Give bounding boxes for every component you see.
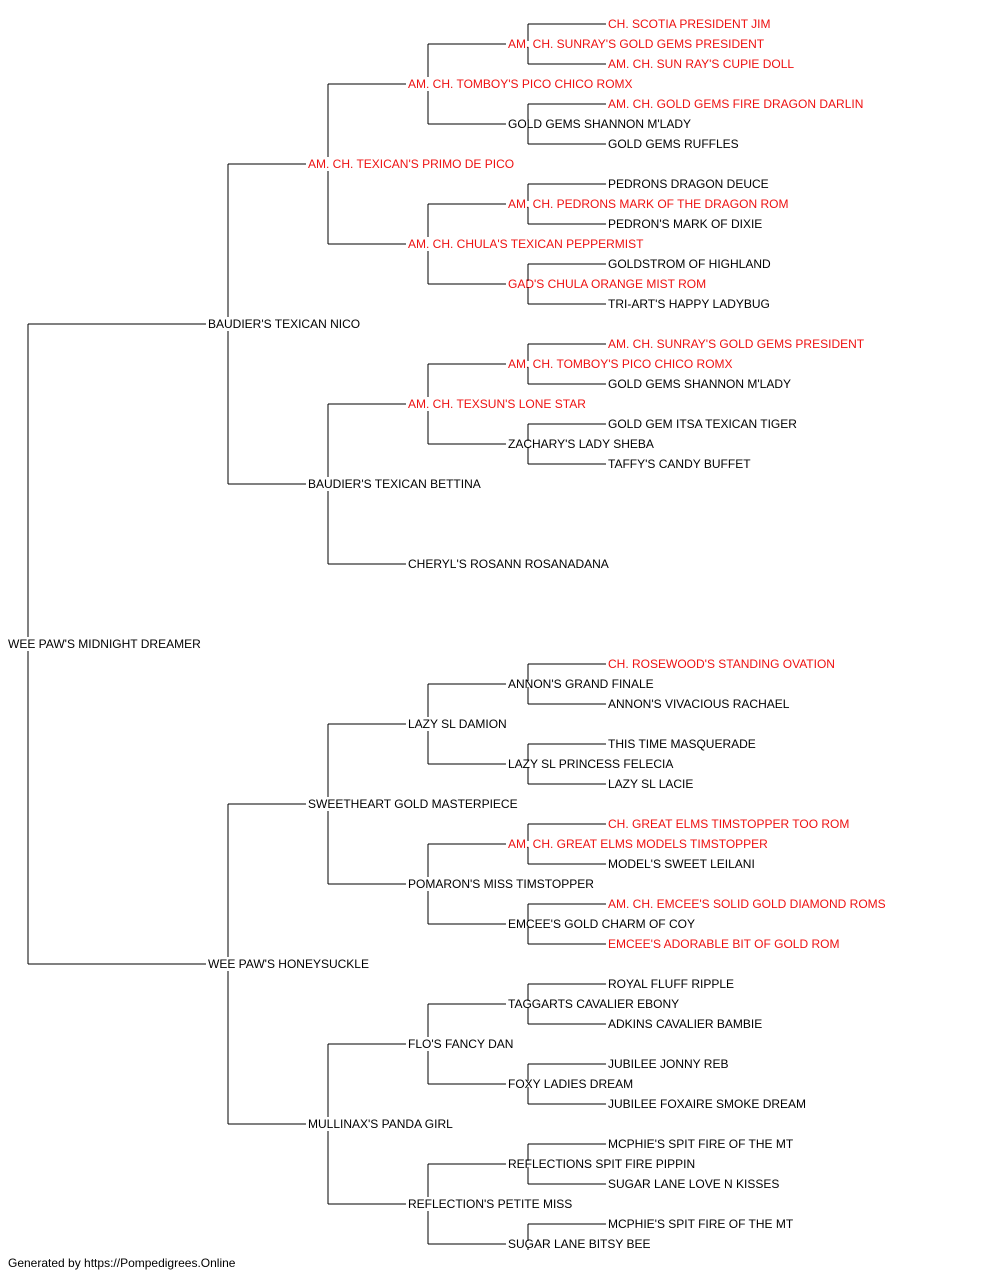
dam-name: ADKINS CAVALIER BAMBIE	[608, 1017, 762, 1031]
dam-name: GOLD GEMS RUFFLES	[608, 137, 739, 151]
dam-name: EMCEE'S ADORABLE BIT OF GOLD ROM	[608, 937, 839, 951]
dam-name: LAZY SL PRINCESS FELECIA	[508, 757, 673, 771]
sire-name: ANNON'S GRAND FINALE	[508, 677, 654, 691]
sire-name: AM. CH. TOMBOY'S PICO CHICO ROMX	[408, 77, 633, 91]
sire-name: AM. CH. TOMBOY'S PICO CHICO ROMX	[508, 357, 733, 371]
generated-by-footer: Generated by https://Pompedigrees.Online	[8, 1256, 236, 1270]
sire-name: AM. CH. TEXICAN'S PRIMO DE PICO	[308, 157, 514, 171]
dam-name: GOLD GEMS SHANNON M'LADY	[508, 117, 691, 131]
dam-name: REFLECTION'S PETITE MISS	[408, 1197, 572, 1211]
sire-name: LAZY SL DAMION	[408, 717, 507, 731]
sire-name: MCPHIE'S SPIT FIRE OF THE MT	[608, 1137, 794, 1151]
dam-name: WEE PAW'S HONEYSUCKLE	[208, 957, 369, 971]
sire-name: CH. ROSEWOOD'S STANDING OVATION	[608, 657, 835, 671]
dam-name: SUGAR LANE BITSY BEE	[508, 1237, 651, 1250]
sire-name: CH. GREAT ELMS TIMSTOPPER TOO ROM	[608, 817, 849, 831]
sire-name: PEDRONS DRAGON DEUCE	[608, 177, 769, 191]
sire-name: REFLECTIONS SPIT FIRE PIPPIN	[508, 1157, 695, 1171]
dam-name: GOLD GEMS SHANNON M'LADY	[608, 377, 791, 391]
dam-name: AM. CH. CHULA'S TEXICAN PEPPERMIST	[408, 237, 644, 251]
pedigree-tree: WEE PAW'S MIDNIGHT DREAMER BAUDIER'S TEXI…	[8, 17, 886, 1250]
sire-name: FLO'S FANCY DAN	[408, 1037, 513, 1051]
dam-name: CHERYL'S ROSANN ROSANADANA	[408, 557, 609, 571]
sire-name: AM. CH. PEDRONS MARK OF THE DRAGON ROM	[508, 197, 788, 211]
dam-name: GAD'S CHULA ORANGE MIST ROM	[508, 277, 706, 291]
dam-name: FOXY LADIES DREAM	[508, 1077, 633, 1091]
dam-name: LAZY SL LACIE	[608, 777, 693, 791]
dam-name: TRI-ART'S HAPPY LADYBUG	[608, 297, 770, 311]
dam-name: PEDRON'S MARK OF DIXIE	[608, 217, 762, 231]
sire-name: SWEETHEART GOLD MASTERPIECE	[308, 797, 518, 811]
sire-name: AM. CH. EMCEE'S SOLID GOLD DIAMOND ROMS	[608, 897, 886, 911]
sire-name: BAUDIER'S TEXICAN NICO	[208, 317, 360, 331]
sire-name: CH. SCOTIA PRESIDENT JIM	[608, 17, 770, 31]
dam-name: MODEL'S SWEET LEILANI	[608, 857, 755, 871]
sire-name: JUBILEE JONNY REB	[608, 1057, 728, 1071]
sire-name: TAGGARTS CAVALIER EBONY	[508, 997, 679, 1011]
subject-name: WEE PAW'S MIDNIGHT DREAMER	[8, 637, 201, 651]
sire-name: MCPHIE'S SPIT FIRE OF THE MT	[608, 1217, 794, 1231]
sire-name: AM. CH. TEXSUN'S LONE STAR	[408, 397, 586, 411]
sire-name: THIS TIME MASQUERADE	[608, 737, 756, 751]
sire-name: AM. CH. GOLD GEMS FIRE DRAGON DARLIN	[608, 97, 863, 111]
dam-name: POMARON'S MISS TIMSTOPPER	[408, 877, 594, 891]
dam-name: ZACHARY'S LADY SHEBA	[508, 437, 654, 451]
dam-name: JUBILEE FOXAIRE SMOKE DREAM	[608, 1097, 806, 1111]
sire-name: AM. CH. GREAT ELMS MODELS TIMSTOPPER	[508, 837, 768, 851]
sire-name: AM. CH. SUNRAY'S GOLD GEMS PRESIDENT	[608, 337, 865, 351]
dam-name: BAUDIER'S TEXICAN BETTINA	[308, 477, 481, 491]
dam-name: TAFFY'S CANDY BUFFET	[608, 457, 751, 471]
dam-name: SUGAR LANE LOVE N KISSES	[608, 1177, 779, 1191]
dam-name: MULLINAX'S PANDA GIRL	[308, 1117, 453, 1131]
dam-name: EMCEE'S GOLD CHARM OF COY	[508, 917, 695, 931]
dam-name: AM. CH. SUN RAY'S CUPIE DOLL	[608, 57, 794, 71]
sire-name: GOLDSTROM OF HIGHLAND	[608, 257, 771, 271]
sire-name: AM. CH. SUNRAY'S GOLD GEMS PRESIDENT	[508, 37, 765, 51]
sire-name: GOLD GEM ITSA TEXICAN TIGER	[608, 417, 797, 431]
dam-name: ANNON'S VIVACIOUS RACHAEL	[608, 697, 790, 711]
sire-name: ROYAL FLUFF RIPPLE	[608, 977, 734, 991]
